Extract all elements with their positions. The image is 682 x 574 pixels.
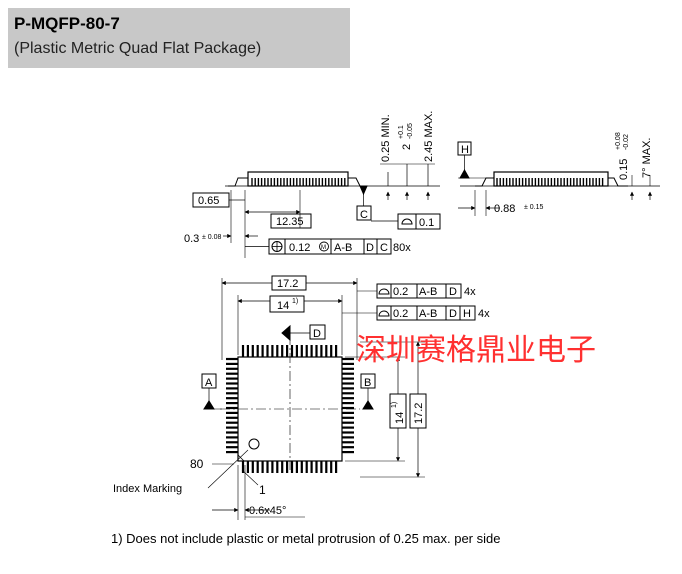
datum-c-label: C [360,209,368,221]
dim-015-tol-plus: +0.08 [615,132,622,150]
watermark-text: 深圳赛格鼎业电子 [356,333,596,368]
top-view-labels: 17.2 14 1) D A B 0.2 A-B D 4x 0.2 A-B D … [113,278,490,517]
dim-172-vertical: 17.2 [413,403,425,424]
flatness-value: 0.1 [419,217,434,229]
pos-tol-value: 0.12 [289,242,310,254]
dim-088-label: 0.88 [494,203,515,215]
dim-2-label: 2 [401,144,413,150]
pin-1-label: 1 [259,483,266,497]
tol2-value: 0.2 [393,308,408,320]
pos-ref2: D [366,242,374,254]
pos-mod-mark: M [321,245,326,251]
tol1-ref2: D [449,286,457,298]
dim-2-tol-plus: +0.1 [398,125,405,139]
dim-03-label: 0.3 [184,233,199,245]
dim-015-tol-minus: -0.02 [623,134,630,150]
datum-b-label: B [364,377,371,389]
title-banner: P-MQFP-80-7 (Plastic Metric Quad Flat Pa… [8,8,350,68]
tol2-ref3: H [463,308,471,320]
tol2-ref2: D [449,308,457,320]
footnote-mark-horizontal: 1) [292,298,298,305]
dim-min-label: 0.25 MIN. [380,114,392,162]
tol2-ref1: A-B [419,308,437,320]
tol1-count: 4x [464,286,476,298]
pin-rows [226,345,354,473]
dim-172-horizontal: 17.2 [277,278,298,290]
dim-14-vertical: 14 [394,412,406,424]
side-leads [251,178,346,186]
index-dot [248,438,260,450]
pos-ref3: C [380,242,388,254]
dim-088-tol: ± 0.15 [524,204,544,211]
dim-14-horizontal: 14 [277,300,289,312]
datum-d-label: D [313,328,321,340]
side-body [247,171,349,187]
footnote: 1) Does not include plastic or metal pro… [111,531,501,546]
side-view [192,163,441,258]
tol2-count: 4x [478,308,490,320]
footnote-mark-vertical: 1) [391,402,398,408]
dim-max-label: 2.45 MAX. [423,111,435,162]
chamfer-label: 0.6x45° [249,505,286,517]
tol1-value: 0.2 [393,286,408,298]
dim-1235-label: 12.35 [276,216,304,228]
package-subtitle: (Plastic Metric Quad Flat Package) [14,40,262,57]
detail-view-labels: H 0.88 ± 0.15 0.15 +0.08 -0.02 7° MAX. [461,132,653,215]
detail-view [457,141,660,216]
tol1-ref1: A-B [419,286,437,298]
dim-065-label: 0.65 [198,195,219,207]
pos-count: 80x [393,242,411,254]
datum-a-label: A [205,377,213,389]
index-marking-label: Index Marking [113,483,182,495]
dim-2-tol-minus: -0.05 [407,123,414,139]
dim-03-tol: ± 0.08 [202,234,222,241]
side-view-labels: 0.25 MIN. 2 +0.1 -0.05 2.45 MAX. C 0.1 0… [184,111,435,254]
pos-ref1: A-B [334,242,352,254]
package-title: P-MQFP-80-7 [14,14,120,33]
datum-h-label: H [461,144,469,156]
angle-label: 7° MAX. [641,138,653,178]
top-view [201,275,476,520]
pin-80-label: 80 [190,457,204,471]
dim-015-label: 0.15 [618,159,630,180]
